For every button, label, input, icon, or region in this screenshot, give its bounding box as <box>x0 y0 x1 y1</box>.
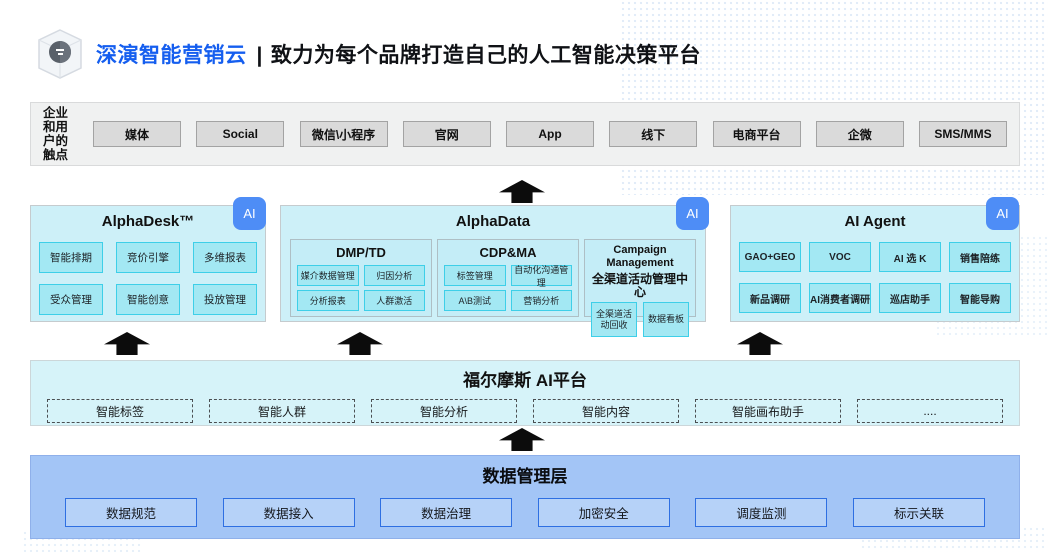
holmes-ai-platform-band: 福尔摩斯 AI平台 智能标签 智能人群 智能分析 智能内容 智能画布助手 ...… <box>30 360 1020 426</box>
group-cdp-ma-title: CDP&MA <box>479 245 537 260</box>
touchpoint-sms-mms: SMS/MMS <box>919 121 1007 147</box>
touchpoint-ecommerce: 电商平台 <box>712 121 801 147</box>
cdp-item: A\B测试 <box>444 290 506 311</box>
campaign-item: 数据看板 <box>643 302 689 337</box>
data-item-encryption-security: 加密安全 <box>537 498 670 527</box>
alphadesk-item: 受众管理 <box>39 284 103 315</box>
alphadesk-item: 智能排期 <box>39 242 103 273</box>
holmes-item-smart-tags: 智能标签 <box>47 399 193 423</box>
up-arrow <box>499 180 545 203</box>
touchpoints-label-line: 触点 <box>43 148 69 162</box>
touchpoint-social: Social <box>196 121 285 147</box>
alphadesk-item: 竞价引擎 <box>116 242 180 273</box>
dmp-item: 人群激活 <box>363 290 425 311</box>
group-row: 分析报表 人群激活 <box>297 290 425 311</box>
data-item-governance: 数据治理 <box>380 498 513 527</box>
touchpoint-app: App <box>506 121 594 147</box>
touchpoints-label-line: 企业 <box>43 106 69 120</box>
page-title: 深演智能营销云 | 致力为每个品牌打造自己的人工智能决策平台 <box>96 39 701 69</box>
group-cdp-ma: CDP&MA 标签管理 自动化沟通管理 A\B测试 营销分析 <box>437 239 579 317</box>
up-arrow <box>337 332 383 355</box>
holmes-title: 福尔摩斯 AI平台 <box>463 371 587 390</box>
panel-alphadesk: AlphaDesk™ 智能排期 竞价引擎 多维报表 受众管理 智能创意 投放管理 <box>30 205 266 322</box>
group-campaign-management: Campaign Management 全渠道活动管理中心 全渠道活动回收 数据… <box>584 239 696 337</box>
cdp-item: 标签管理 <box>444 265 506 286</box>
alphadesk-items: 智能排期 竞价引擎 多维报表 受众管理 智能创意 投放管理 <box>31 242 265 315</box>
ai-agent-title: AI Agent <box>844 213 906 230</box>
up-arrow <box>104 332 150 355</box>
holmes-item-smart-audience: 智能人群 <box>209 399 355 423</box>
ai-badge: AI <box>233 197 266 230</box>
dmp-item: 分析报表 <box>297 290 359 311</box>
touchpoints-label-line: 户的 <box>43 134 69 148</box>
alphadesk-item: 投放管理 <box>193 284 257 315</box>
holmes-item-smart-content: 智能内容 <box>533 399 679 423</box>
group-dmp-td-title: DMP/TD <box>336 245 386 260</box>
brand-name: 深演智能营销云 <box>96 44 247 67</box>
touchpoint-wecom: 企微 <box>815 121 904 147</box>
agent-item: 智能导购 <box>949 283 1011 313</box>
agent-item: 巡店助手 <box>879 283 941 313</box>
group-row: 标签管理 自动化沟通管理 <box>444 265 572 288</box>
agent-item: AI消费者调研 <box>809 283 871 313</box>
cdp-item: 营销分析 <box>510 290 572 311</box>
data-layer-title: 数据管理层 <box>482 467 568 486</box>
group-row: 全渠道活动回收 数据看板 <box>591 302 689 337</box>
up-arrow <box>737 332 783 355</box>
data-layer-items: 数据规范 数据接入 数据治理 加密安全 调度监测 标示关联 <box>65 498 985 527</box>
alphadata-groups: DMP/TD 媒介数据管理 归因分析 分析报表 人群激活 CDP&MA 标签管理… <box>281 239 705 337</box>
holmes-item-more: .... <box>857 399 1003 423</box>
agent-item: GAO+GEO <box>739 242 801 272</box>
agent-item: 新品调研 <box>739 283 801 313</box>
dmp-item: 媒介数据管理 <box>297 265 359 286</box>
title-separator: | <box>256 44 263 67</box>
group-dmp-td: DMP/TD 媒介数据管理 归因分析 分析报表 人群激活 <box>290 239 432 317</box>
brand-cube-icon <box>38 29 82 79</box>
campaign-item: 全渠道活动回收 <box>591 302 637 337</box>
agent-item: AI 选 K <box>879 242 941 272</box>
data-item-ingestion: 数据接入 <box>222 498 355 527</box>
ai-agent-items: GAO+GEO VOC AI 选 K 销售陪练 新品调研 AI消费者调研 巡店助… <box>731 242 1019 313</box>
holmes-item-smart-canvas-assistant: 智能画布助手 <box>695 399 841 423</box>
panel-alphadata: AlphaData DMP/TD 媒介数据管理 归因分析 分析报表 人群激活 C… <box>280 205 706 337</box>
alphadata-title: AlphaData <box>455 213 531 230</box>
holmes-item-smart-analysis: 智能分析 <box>371 399 517 423</box>
alphadesk-title: AlphaDesk™ <box>101 213 195 230</box>
ai-badge: AI <box>676 197 709 230</box>
panel-ai-agent: AI Agent GAO+GEO VOC AI 选 K 销售陪练 新品调研 AI… <box>730 205 1020 322</box>
cdp-item: 自动化沟通管理 <box>510 265 572 288</box>
data-item-scheduling-monitoring: 调度监测 <box>695 498 828 527</box>
title-tagline: 致力为每个品牌打造自己的人工智能决策平台 <box>270 44 701 67</box>
up-arrow <box>499 428 545 451</box>
touchpoint-official-site: 官网 <box>402 121 491 147</box>
alphadesk-item: 智能创意 <box>116 284 180 315</box>
agent-item: VOC <box>809 242 871 272</box>
campaign-title-en: Campaign Management <box>606 244 674 269</box>
campaign-title-cn: 全渠道活动管理中心 <box>591 272 688 299</box>
group-row: A\B测试 营销分析 <box>444 290 572 311</box>
page-header: 深演智能营销云 | 致力为每个品牌打造自己的人工智能决策平台 <box>36 28 701 80</box>
dmp-item: 归因分析 <box>363 265 425 286</box>
data-item-id-linking: 标示关联 <box>852 498 985 527</box>
alphadesk-item: 多维报表 <box>193 242 257 273</box>
touchpoints-strip: 企业 和用 户的 触点 媒体 Social 微信\小程序 官网 App 线下 电… <box>30 102 1020 166</box>
holmes-items: 智能标签 智能人群 智能分析 智能内容 智能画布助手 .... <box>47 399 1003 423</box>
touchpoint-offline: 线下 <box>609 121 698 147</box>
ai-badge: AI <box>986 197 1019 230</box>
data-item-standards: 数据规范 <box>65 498 197 527</box>
touchpoints-label-line: 和用 <box>43 120 69 134</box>
touchpoint-media: 媒体 <box>93 121 181 147</box>
touchpoints-row: 媒体 Social 微信\小程序 官网 App 线下 电商平台 企微 SMS/M… <box>93 121 1007 147</box>
agent-item: 销售陪练 <box>949 242 1011 272</box>
group-row: 媒介数据管理 归因分析 <box>297 265 425 286</box>
touchpoints-label: 企业 和用 户的 触点 <box>43 106 89 162</box>
touchpoint-wechat-miniprogram: 微信\小程序 <box>299 121 388 147</box>
data-management-layer-band: 数据管理层 数据规范 数据接入 数据治理 加密安全 调度监测 标示关联 <box>30 455 1020 539</box>
